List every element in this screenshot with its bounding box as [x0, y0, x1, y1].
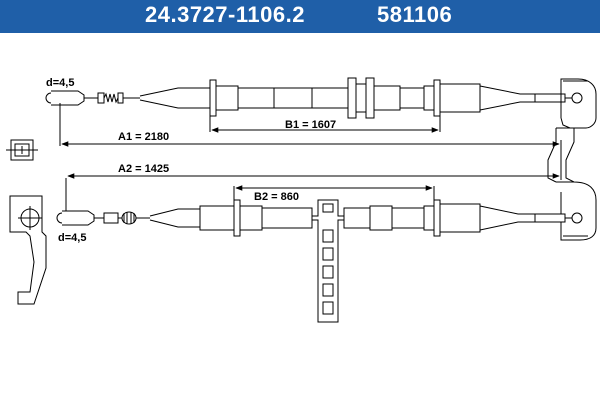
upper-crimp-2 — [117, 92, 124, 104]
b1-label: B1 = 1607 — [285, 119, 336, 131]
upper-grommet-left — [347, 77, 357, 119]
lower-sheath-ferrule-3 — [433, 199, 441, 237]
lower-sheath-segment-6 — [391, 207, 425, 229]
lower-sheath-segment-3 — [261, 207, 313, 229]
mounting-tab — [311, 199, 345, 323]
section-detail-small — [6, 139, 38, 161]
upper-grommet-right — [365, 77, 375, 119]
upper-crimp-1 — [97, 92, 105, 104]
lower-end-sleeve — [534, 213, 566, 223]
upper-sheath-segment-6 — [399, 87, 425, 109]
upper-sheath-ferrule-1 — [209, 79, 217, 117]
lower-cable — [56, 178, 583, 323]
equalizer-bracket — [547, 78, 597, 241]
upper-sheath-ferrule-3 — [433, 79, 441, 117]
upper-end-eye — [571, 92, 583, 104]
upper-sheath-segment-2 — [237, 87, 275, 109]
upper-sheath-segment-1 — [215, 85, 239, 111]
lower-end-eye — [571, 212, 583, 224]
upper-sheath-segment-7 — [439, 83, 481, 113]
title-bar: 24.3727-1106.2 581106 — [0, 0, 600, 33]
upper-sheath-segment-3 — [273, 87, 313, 109]
lower-sheath-ferrule-1 — [233, 199, 241, 237]
lower-diameter-label: d=4,5 — [58, 232, 86, 244]
upper-cable — [45, 77, 583, 146]
lower-sheath-segment-5 — [369, 205, 393, 231]
part-number: 24.3727-1106.2 — [145, 2, 305, 27]
upper-sheath-ferrule-2 — [423, 85, 435, 111]
upper-grommet-body — [355, 83, 367, 113]
upper-sheath-segment-5 — [373, 85, 401, 111]
lower-end-fitting — [62, 210, 95, 226]
cable-drawing: d=4,5 d=4,5 B1 = 1607 A1 = 2180 A2 = 142… — [6, 77, 597, 323]
reference-number: 581106 — [377, 2, 453, 27]
upper-spring-1 — [103, 92, 119, 104]
lower-sheath-segment-7 — [439, 203, 481, 233]
lower-sheath-segment-4 — [343, 207, 371, 229]
b2-label: B2 = 860 — [254, 191, 299, 203]
a2-label: A2 = 1425 — [118, 163, 169, 175]
a1-label: A1 = 2180 — [118, 131, 169, 143]
lower-sheath-segment-1 — [199, 205, 235, 231]
lower-sheath-segment-2 — [239, 205, 263, 231]
lower-crimp-1 — [103, 212, 119, 224]
upper-sheath-segment-4 — [311, 87, 349, 109]
section-detail-bracket — [9, 195, 47, 305]
lower-sheath-ferrule-2 — [423, 205, 435, 231]
upper-end-fitting — [51, 90, 85, 106]
upper-diameter-label: d=4,5 — [46, 77, 74, 89]
